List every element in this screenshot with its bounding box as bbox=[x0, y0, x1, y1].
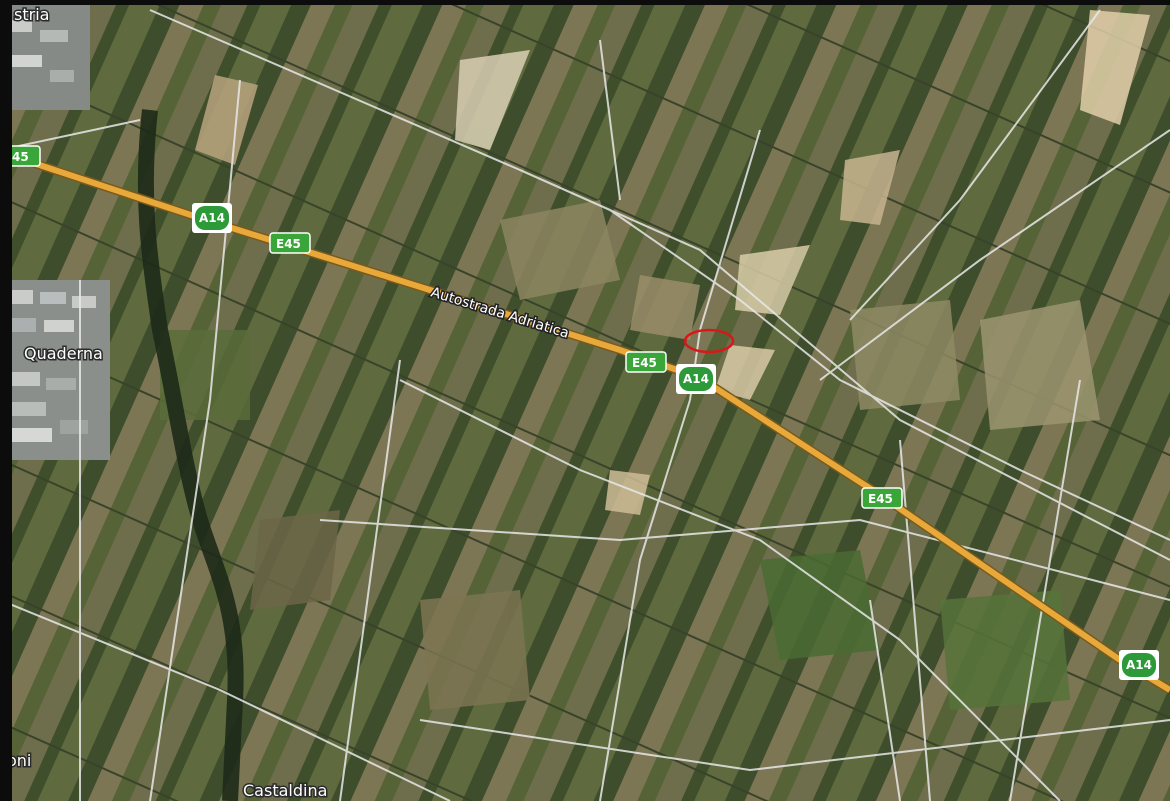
place-label-castaldina: Castaldina bbox=[243, 781, 327, 800]
shield-e45-3-text: E45 bbox=[868, 492, 893, 506]
place-label-quaderna: Quaderna bbox=[24, 344, 103, 363]
shield-a14-2[interactable]: A14 bbox=[676, 364, 716, 394]
shield-e45-2[interactable]: E45 bbox=[625, 351, 667, 373]
shield-e45-3[interactable]: E45 bbox=[861, 487, 903, 509]
town-quaderna bbox=[0, 280, 110, 460]
top-border bbox=[0, 0, 1170, 5]
shield-a14-1[interactable]: A14 bbox=[192, 203, 232, 233]
town-north-west bbox=[0, 0, 90, 110]
shield-a14-3-text: A14 bbox=[1126, 658, 1152, 672]
river bbox=[137, 109, 244, 801]
shield-e45-edge-text: 45 bbox=[12, 150, 29, 164]
shield-e45-2-text: E45 bbox=[632, 356, 657, 370]
place-label-stria: stria bbox=[14, 5, 49, 24]
shield-a14-2-text: A14 bbox=[683, 372, 709, 386]
left-border bbox=[0, 0, 12, 801]
red-ellipse-marker bbox=[683, 328, 735, 354]
shield-a14-1-text: A14 bbox=[199, 211, 225, 225]
field-patches bbox=[160, 10, 1150, 710]
shield-e45-1-text: E45 bbox=[276, 237, 301, 251]
minor-roads bbox=[0, 9, 1170, 801]
shield-a14-3[interactable]: A14 bbox=[1119, 650, 1159, 680]
shield-e45-1[interactable]: E45 bbox=[269, 232, 311, 254]
